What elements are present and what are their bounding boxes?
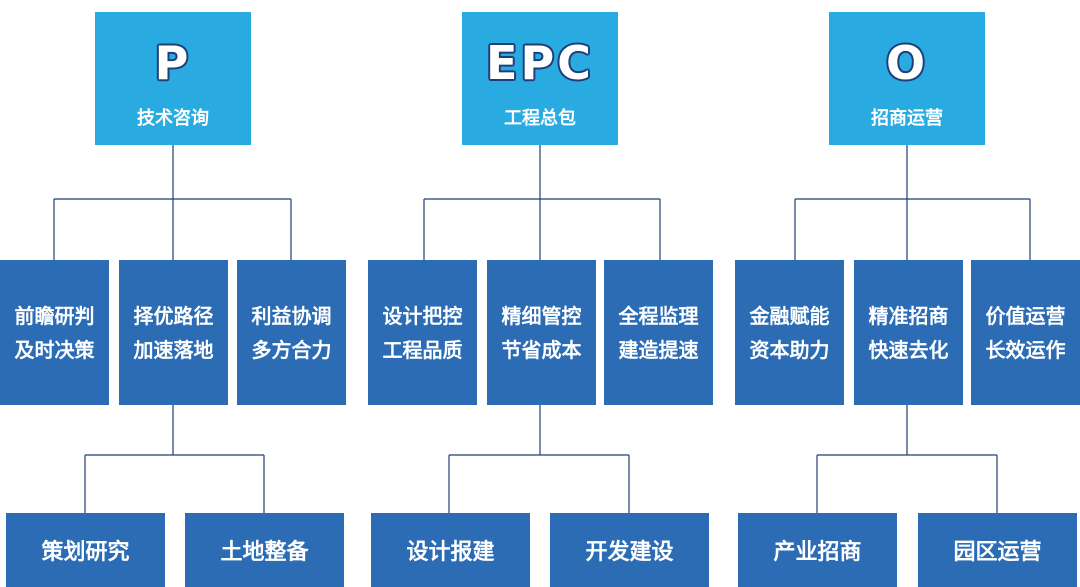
item-box: 精准招商 快速去化	[854, 260, 963, 405]
item-line-1: 精准招商	[868, 303, 949, 328]
item-line-1: 金融赋能	[749, 303, 830, 328]
item-box: 利益协调 多方合力	[237, 260, 346, 405]
item-line-1: 精细管控	[501, 303, 582, 328]
item-line-1: 择优路径	[133, 303, 214, 328]
item-line-2: 工程品质	[382, 337, 463, 362]
item-line-2: 资本助力	[749, 337, 830, 362]
pillar-abbr: EPC	[486, 36, 594, 90]
leaf-box: 设计报建	[371, 513, 530, 587]
item-line-1: 价值运营	[985, 303, 1066, 328]
item-box: 设计把控 工程品质	[368, 260, 477, 405]
item-box: 择优路径 加速落地	[119, 260, 228, 405]
pillar-title: 技术咨询	[137, 108, 209, 129]
leaf-box: 园区运营	[918, 513, 1077, 587]
item-line-1: 全程监理	[618, 303, 699, 328]
item-line-2: 加速落地	[133, 337, 214, 362]
item-box: 精细管控 节省成本	[487, 260, 596, 405]
item-line-2: 快速去化	[868, 337, 949, 362]
item-line-1: 利益协调	[251, 303, 332, 328]
item-box: 前瞻研判 及时决策	[0, 260, 109, 405]
item-line-2: 长效运作	[985, 337, 1066, 362]
item-line-2: 多方合力	[251, 337, 332, 362]
item-line-2: 节省成本	[501, 337, 582, 362]
item-line-2: 建造提速	[618, 337, 699, 362]
item-box: 金融赋能 资本助力	[735, 260, 844, 405]
item-line-1: 设计把控	[382, 303, 463, 328]
pillar-abbr: O	[885, 36, 929, 90]
leaf-box: 策划研究	[6, 513, 165, 587]
pillar-title: 工程总包	[504, 108, 576, 129]
leaf-box: 土地整备	[185, 513, 344, 587]
pillar-p-box: P 技术咨询	[95, 12, 251, 145]
pillar-o-box: O 招商运营	[829, 12, 985, 145]
leaf-box: 产业招商	[738, 513, 897, 587]
pillar-epc-box: EPC 工程总包	[462, 12, 618, 145]
item-box: 全程监理 建造提速	[604, 260, 713, 405]
item-line-1: 前瞻研判	[14, 303, 95, 328]
pillar-title: 招商运营	[871, 108, 943, 129]
leaf-box: 开发建设	[550, 513, 709, 587]
item-box: 价值运营 长效运作	[971, 260, 1080, 405]
item-line-2: 及时决策	[14, 337, 95, 362]
pillar-abbr: P	[154, 36, 192, 90]
